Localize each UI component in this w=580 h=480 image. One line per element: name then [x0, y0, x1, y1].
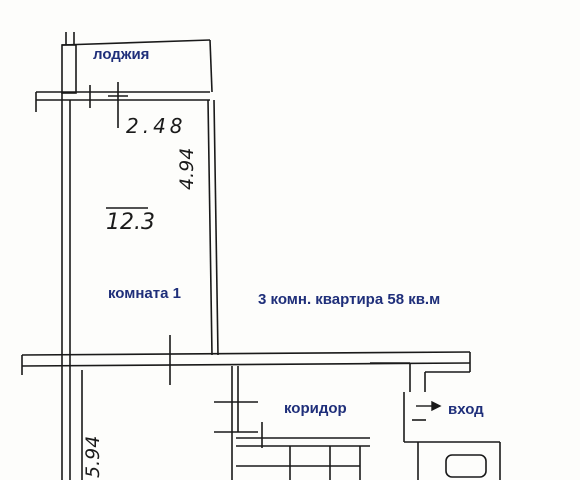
apartment-title: 3 комн. квартира 58 кв.м	[258, 291, 441, 308]
loggia-width-dimension: 2.48	[126, 114, 187, 138]
corridor-walls	[214, 366, 370, 480]
loggia-outline	[35, 32, 213, 128]
room-area-dimension: 12.3	[106, 210, 155, 235]
entrance-walls	[370, 352, 501, 480]
loggia-label: лоджия	[93, 46, 150, 63]
lower-depth-dimension: 5.94	[82, 435, 104, 478]
entrance-arrow	[416, 400, 442, 412]
room1-label: комната 1	[108, 285, 181, 302]
corridor-label: коридор	[284, 400, 347, 417]
room-depth-dimension: 4.94	[176, 147, 198, 190]
entrance-label: вход	[448, 401, 484, 418]
room1-walls	[61, 92, 219, 480]
